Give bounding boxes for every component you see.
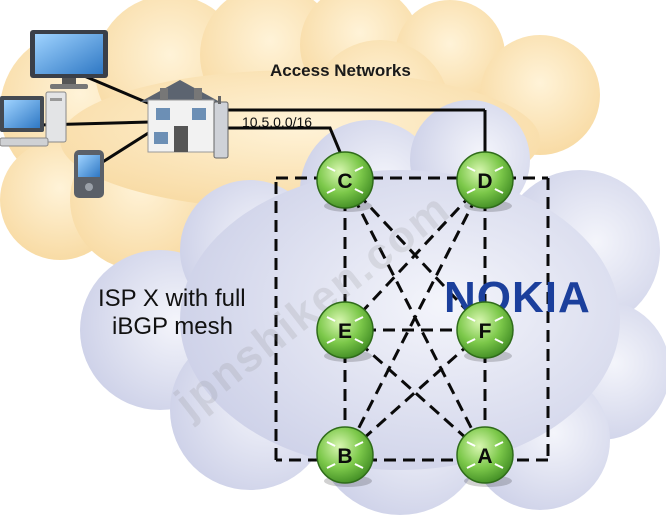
router-label: A [477,445,492,468]
access-networks-label: Access Networks [270,61,411,80]
router-icon [316,151,374,209]
router-icon [456,151,514,209]
network-prefix-label: 10.5.0.0/16 [242,114,312,130]
routers: C D E F B A [316,151,514,487]
router-d: D [456,151,514,212]
monitor-icon [30,30,108,89]
modem-icon [213,96,229,159]
router-icon [456,426,514,484]
house-icon [140,80,220,153]
isp-label-line2: iBGP mesh [112,313,233,340]
pda-icon [74,150,104,198]
router-icon [316,301,374,359]
router-e: E [316,301,374,362]
router-label: D [477,170,492,193]
isp-label-line1: ISP X with full [98,285,246,312]
router-f: F [456,301,514,362]
router-a: A [456,426,514,487]
desktop-computer-icon [0,91,67,147]
router-label: C [337,170,352,193]
router-icon [456,301,514,359]
router-label: E [338,320,352,343]
router-label: F [479,320,492,343]
router-label: B [337,445,352,468]
router-b: B [316,426,374,487]
router-icon [316,426,374,484]
router-c: C [316,151,374,212]
